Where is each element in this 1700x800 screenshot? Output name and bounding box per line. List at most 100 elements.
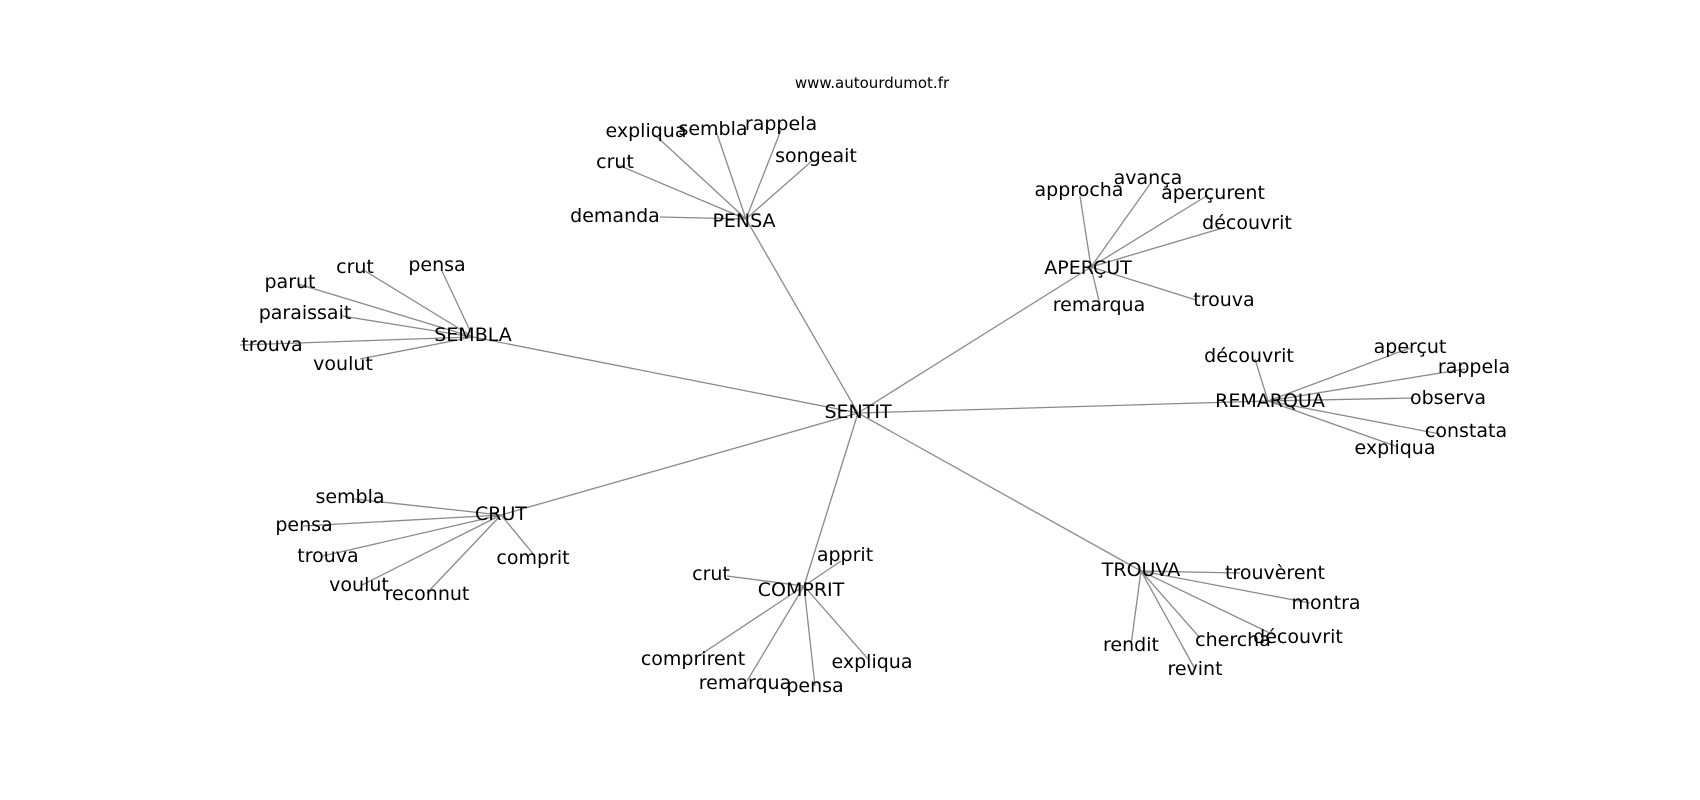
leaf-word: découvrit [1202, 212, 1292, 234]
hub-leaf-edge [302, 514, 502, 527]
hub-leaf-edge [1140, 570, 1277, 637]
leaf-word: pensa [408, 254, 465, 276]
cluster-sembla: SEMBLA crut pensa parut paraissait trouv… [241, 254, 511, 375]
leaf-word: observa [1410, 387, 1486, 409]
leaf-word: aperçurent [1161, 182, 1265, 204]
center-hub-edge [472, 336, 859, 414]
hub-leaf-edge [617, 164, 747, 220]
leaf-word: découvrit [1253, 626, 1343, 648]
cluster-remarqua: REMARQUA découvrit aperçut rappela obser… [1204, 336, 1510, 459]
hub-leaf-edge [1130, 570, 1142, 646]
leaf-word: remarqua [699, 672, 791, 694]
leaf-word: paraissait [259, 302, 352, 324]
hub-word: APERÇUT [1044, 257, 1132, 279]
leaf-word: pensa [786, 675, 843, 697]
leaf-word: revint [1167, 658, 1222, 680]
leaf-word: reconnut [385, 583, 470, 605]
site-url: www.autourdumot.fr [795, 74, 950, 92]
leaf-word: crut [692, 563, 730, 585]
hub-leaf-edge [745, 129, 782, 220]
hub-leaf-edge [341, 315, 474, 338]
leaf-word: crut [596, 151, 634, 173]
cluster-comprit: COMPRIT crut apprit comprirent remarqua … [641, 544, 913, 697]
center-hub-edge [745, 218, 859, 414]
leaf-word: comprit [496, 547, 569, 569]
leaf-word: sembla [315, 486, 384, 508]
leaf-word: découvrit [1204, 345, 1294, 367]
hub-leaf-edge [659, 216, 747, 220]
hub-leaf-edge [1090, 266, 1197, 301]
hub-leaf-edge [726, 575, 805, 587]
leaf-word: aperçut [1374, 336, 1447, 358]
leaf-word: demanda [570, 205, 660, 227]
hub-leaf-edge [1090, 266, 1101, 306]
hub-leaf-edge [1090, 194, 1209, 268]
leaf-word: trouva [297, 545, 358, 567]
hub-leaf-edge [1140, 570, 1201, 639]
cluster-pensa: PENSA expliqua sembla rappela crut songe… [570, 113, 857, 232]
hub-leaf-edge [715, 130, 747, 220]
hub-word: SEMBLA [434, 324, 512, 346]
hub-word: COMPRIT [758, 579, 845, 601]
leaf-word: expliqua [1355, 437, 1436, 459]
edges-layer [239, 129, 1466, 687]
center-hub-edge [857, 412, 1142, 572]
center-hub-edge [500, 412, 859, 516]
cluster-apercut: APERÇUT approcha avança aperçurent décou… [1035, 167, 1292, 316]
leaf-word: trouvèrent [1225, 562, 1325, 584]
leaf-word: sembla [678, 118, 747, 140]
cluster-crut: CRUT sembla pensa trouva voulut reconnut… [275, 486, 569, 605]
hub-leaf-edge [1267, 368, 1466, 402]
center-word: SENTIT [824, 401, 891, 423]
hub-leaf-edge [803, 585, 816, 687]
hub-word: PENSA [712, 210, 775, 232]
hub-leaf-edge [654, 134, 747, 220]
cluster-trouva: TROUVA trouvèrent montra découvrit cherc… [1101, 559, 1361, 680]
leaf-word: trouva [241, 334, 302, 356]
leaf-word: approcha [1035, 179, 1124, 201]
hub-leaf-edge [1140, 570, 1241, 574]
hub-leaf-edge [803, 585, 869, 660]
hub-leaf-edge [1267, 400, 1399, 448]
leaf-word: expliqua [832, 651, 913, 673]
leaf-word: pensa [275, 514, 332, 536]
hub-leaf-edge [359, 336, 474, 360]
leaf-word: rappela [745, 113, 817, 135]
hub-leaf-edge [745, 159, 814, 220]
center-hub-edge [803, 412, 859, 587]
hub-leaf-edge [1090, 226, 1227, 268]
center-hub-edge [857, 266, 1092, 414]
leaf-word: voulut [313, 353, 373, 375]
leaf-word: rendit [1103, 634, 1159, 656]
hub-leaf-edge [1090, 183, 1151, 268]
hub-leaf-edge [1267, 400, 1441, 435]
leaf-word: rappela [1438, 356, 1510, 378]
hub-leaf-edge [1140, 570, 1311, 604]
hub-leaf-edge [426, 514, 502, 594]
hub-leaf-edge [699, 585, 805, 656]
leaf-word: montra [1291, 592, 1360, 614]
leaf-word: songeait [775, 145, 857, 167]
leaf-word: crut [336, 256, 374, 278]
hub-leaf-edge [297, 283, 474, 338]
leaf-word: comprirent [641, 648, 745, 670]
hub-leaf-edge [364, 270, 474, 338]
leaf-word: voulut [329, 574, 389, 596]
hub-leaf-edge [361, 514, 502, 586]
leaf-word: apprit [817, 544, 873, 566]
hub-leaf-edge [500, 514, 536, 557]
hub-leaf-edge [353, 498, 502, 516]
hub-leaf-edge [239, 336, 474, 346]
leaf-word: chercha [1195, 629, 1271, 651]
leaf-word: remarqua [1053, 294, 1145, 316]
hub-word: REMARQUA [1215, 390, 1325, 412]
hub-leaf-edge [441, 270, 474, 338]
leaf-word: constata [1425, 420, 1507, 442]
hub-leaf-edge [803, 560, 842, 587]
hub-leaf-edge [1140, 570, 1196, 670]
hub-leaf-edge [1079, 195, 1092, 268]
hub-word: TROUVA [1101, 559, 1180, 581]
hub-leaf-edge [1267, 397, 1415, 402]
